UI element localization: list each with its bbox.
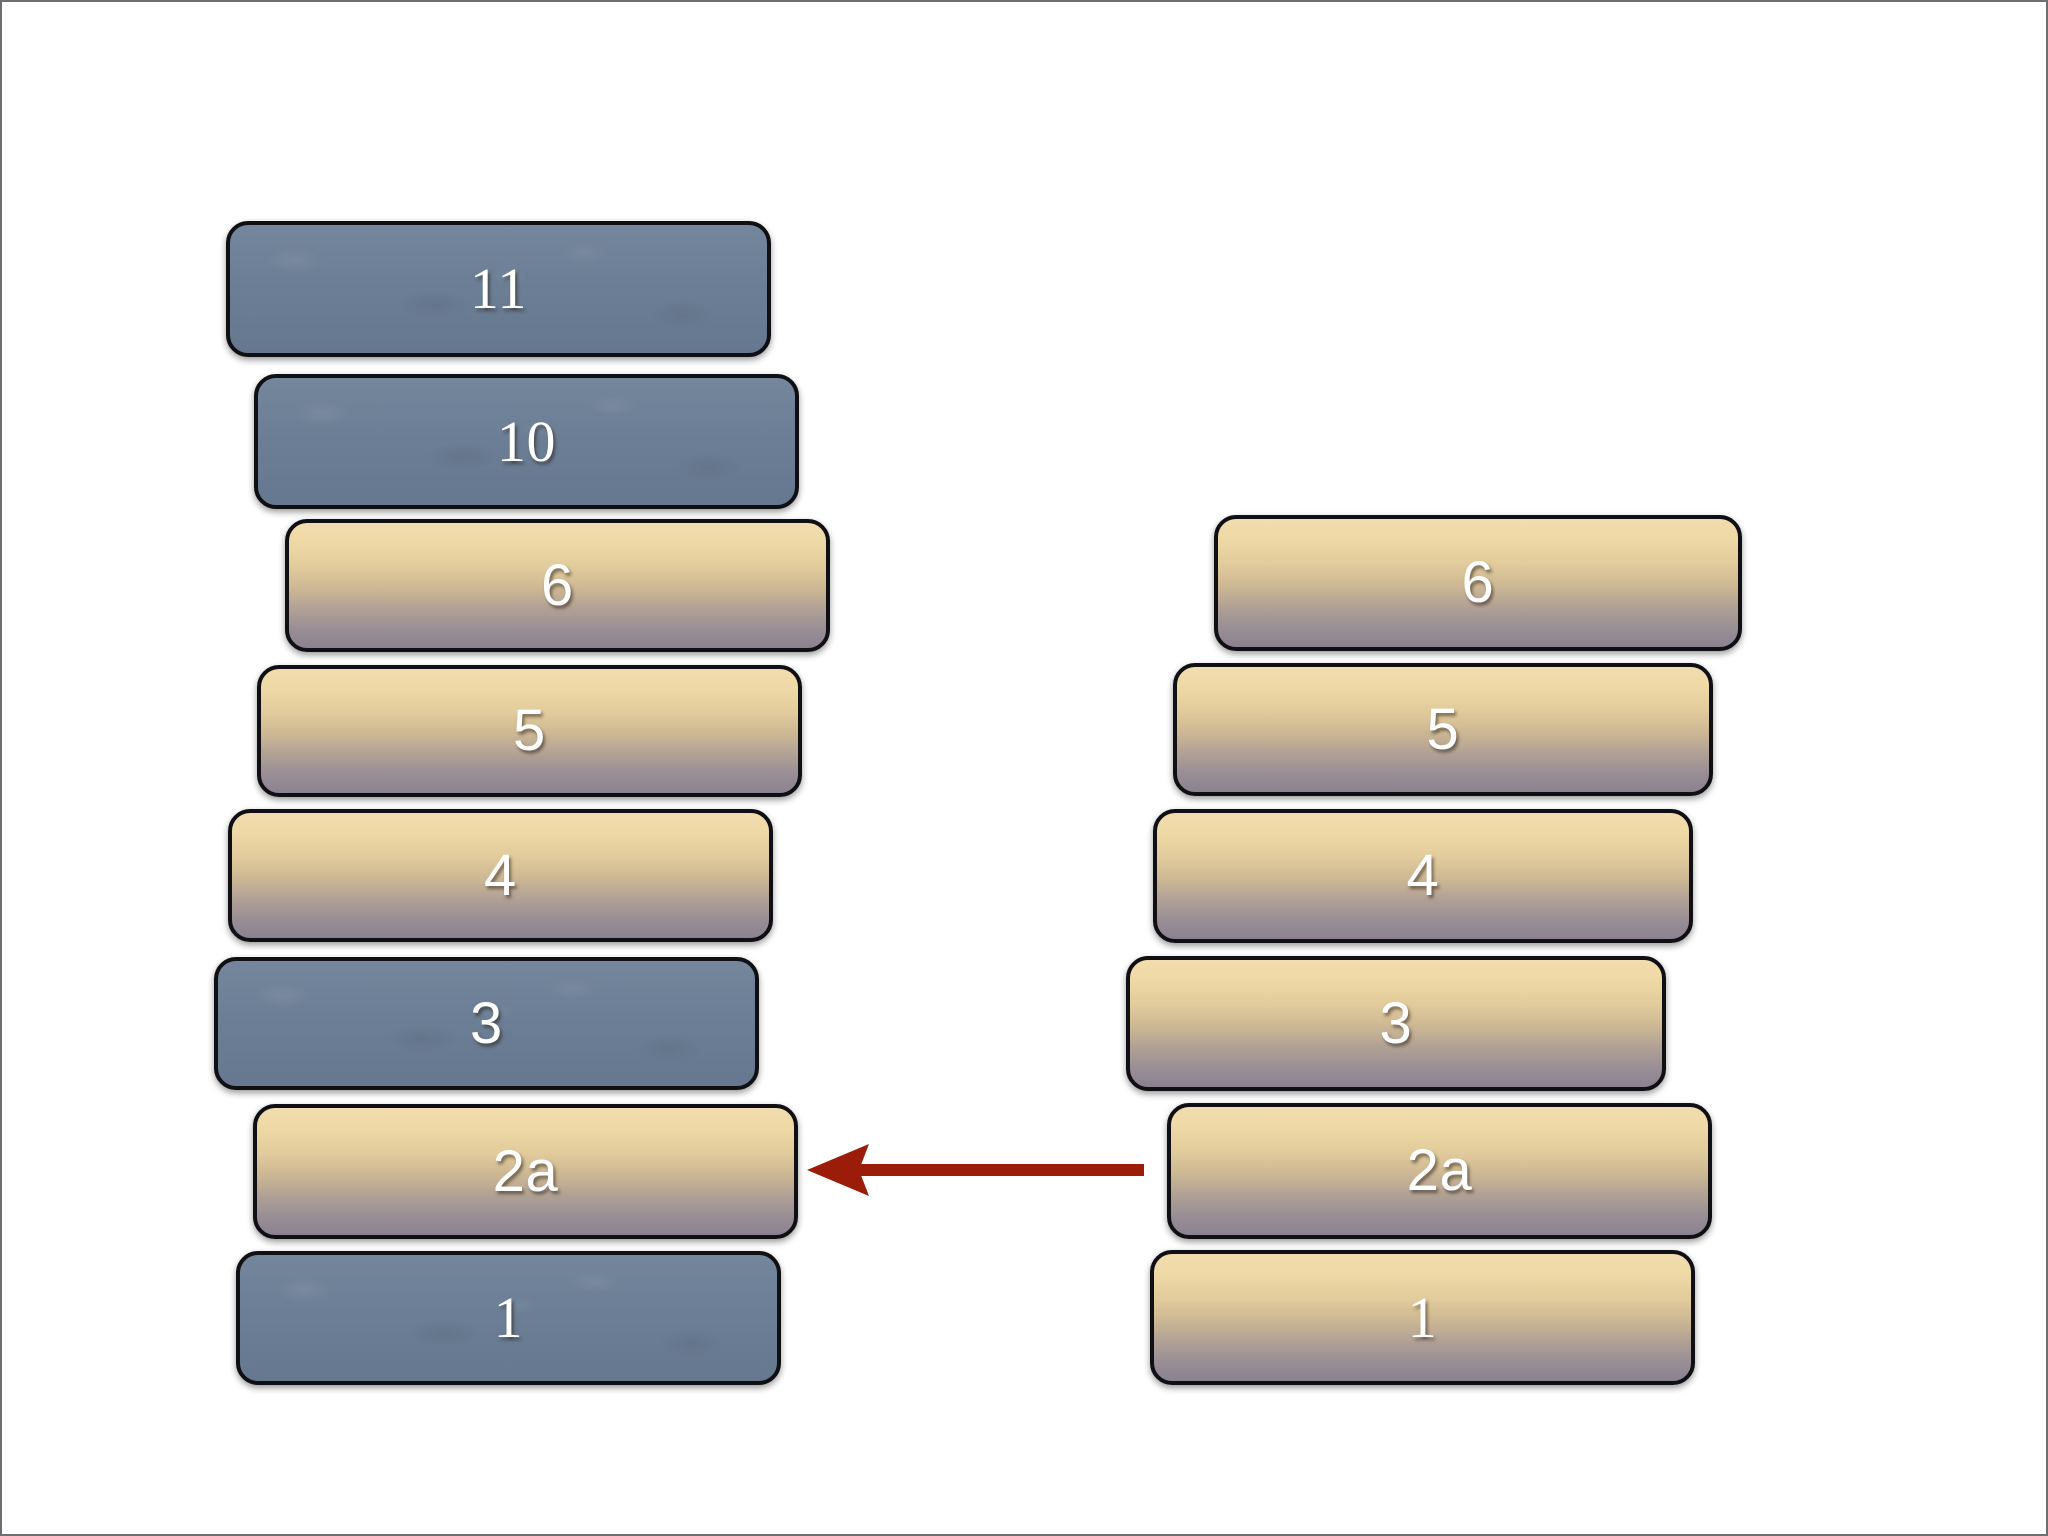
left-block-5-label: 5 — [513, 698, 546, 763]
arrow-head-icon — [807, 1144, 869, 1196]
left-block-4[interactable]: 4 — [228, 809, 773, 942]
left-block-6-label: 6 — [541, 552, 574, 618]
left-block-2a-label: 2a — [492, 1138, 559, 1204]
right-block-5-label: 5 — [1426, 696, 1460, 762]
right-block-4[interactable]: 4 — [1153, 809, 1693, 943]
left-block-2a[interactable]: 2a — [253, 1104, 798, 1239]
left-block-3[interactable]: 3 — [214, 957, 759, 1090]
right-block-6[interactable]: 6 — [1214, 515, 1742, 651]
left-pointing-arrow — [807, 1144, 1144, 1196]
left-block-4-label: 4 — [484, 842, 517, 908]
right-block-2a-label: 2a — [1406, 1138, 1473, 1203]
right-block-2a[interactable]: 2a — [1167, 1103, 1712, 1239]
left-block-10[interactable]: 10 — [254, 374, 799, 509]
left-block-11[interactable]: 11 — [226, 221, 771, 357]
right-block-3[interactable]: 3 — [1126, 956, 1666, 1091]
left-block-5[interactable]: 5 — [257, 665, 802, 797]
left-block-10-label: 10 — [496, 408, 557, 474]
right-block-6-label: 6 — [1461, 550, 1495, 615]
right-block-5[interactable]: 5 — [1173, 663, 1713, 796]
left-block-11-label: 11 — [469, 256, 528, 321]
right-block-1-label: 1 — [1407, 1284, 1438, 1350]
left-block-1[interactable]: 1 — [236, 1251, 781, 1385]
right-block-4-label: 4 — [1406, 843, 1440, 908]
left-block-6[interactable]: 6 — [285, 519, 830, 652]
right-block-1[interactable]: 1 — [1150, 1250, 1695, 1385]
left-block-1-label: 1 — [493, 1285, 524, 1350]
arrow-shaft — [859, 1164, 1144, 1176]
right-block-3-label: 3 — [1379, 990, 1413, 1056]
left-block-3-label: 3 — [470, 990, 503, 1056]
